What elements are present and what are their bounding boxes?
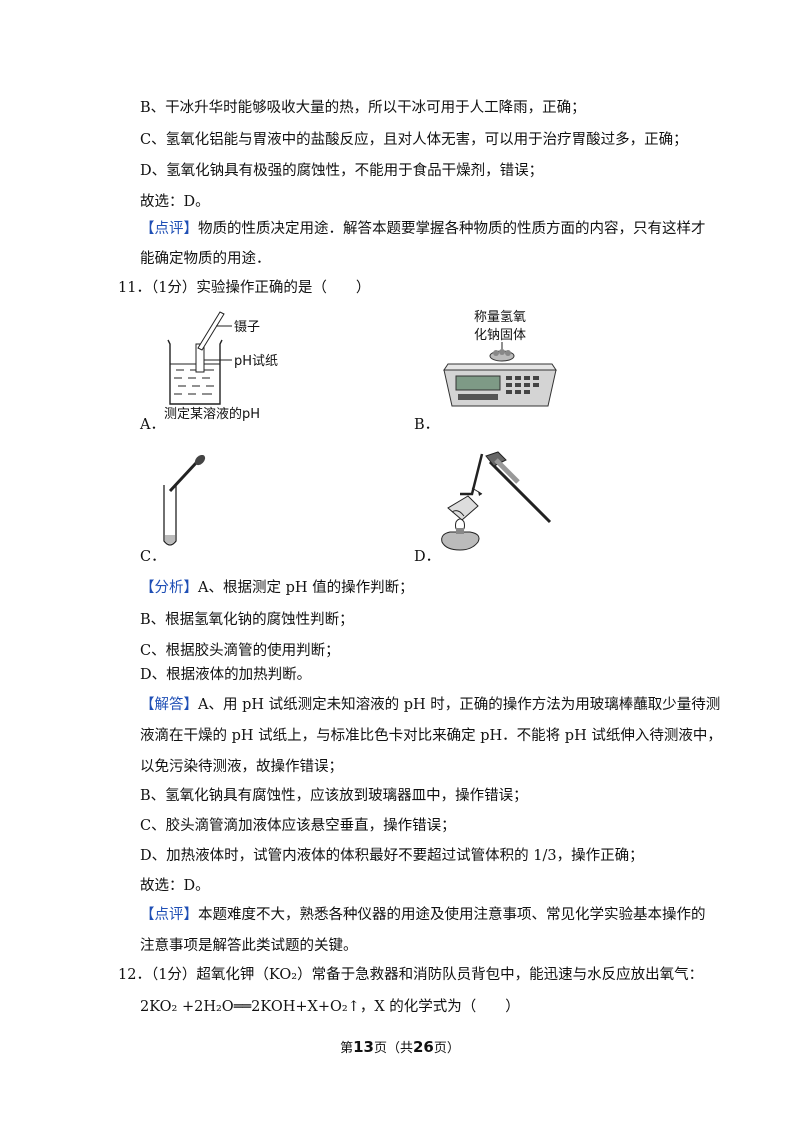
review-tag: 【点评】 [140, 221, 198, 237]
figure-weighing-naoh: 称量氢氧 化钠固体 [440, 306, 560, 412]
option-a-label: A． [140, 417, 165, 433]
review-line: 【点评】物质的性质决定用途．解答本题要掌握各种物质的性质方面的内容，只有这样才 [140, 221, 706, 237]
text-line: C、氢氧化铝能与胃液中的盐酸反应，且对人体无害，可以用于治疗胃酸过多，正确； [140, 132, 688, 148]
page-footer: 第13页（共26页） [340, 1038, 460, 1056]
equation-line: 2KO₂ +2H₂O══2KOH+X+O₂↑，X 的化学式为（ ） [140, 999, 520, 1015]
text-line: D、氢氧化钠具有极强的腐蚀性，不能用于食品干燥剂，错误； [140, 163, 544, 179]
text-line: D、根据液体的加热判断。 [140, 667, 312, 683]
figure-dropper [160, 454, 220, 555]
text-line: 以免污染待测液，故操作错误； [140, 759, 343, 775]
solution-tag: 【解答】 [140, 697, 198, 713]
text-line: B、干冰升华时能够吸收大量的热，所以干冰可用于人工降雨，正确； [140, 100, 586, 116]
figure-heating-liquid [438, 450, 558, 558]
page-total: 26 [413, 1038, 434, 1056]
text-line: 能确定物质的用途． [140, 251, 271, 267]
text-line: C、胶头滴管滴加液体应该悬空垂直，操作错误； [140, 818, 456, 834]
label-tweezers: 镊子 [234, 320, 260, 335]
question-11: 11．（1分）实验操作正确的是（ ） [118, 280, 371, 296]
option-d-label: D． [414, 549, 441, 565]
analysis-line: 【分析】A、根据测定 pH 值的操作判断； [140, 580, 414, 596]
label-ph-paper: pH试纸 [234, 354, 278, 369]
solution-line: 【解答】A、用 pH 试纸测定未知溶液的 pH 时，正确的操作方法为用玻璃棒蘸取… [140, 697, 721, 713]
text-line: 注意事项是解答此类试题的关键。 [140, 938, 358, 954]
review-line: 【点评】本题难度不大，熟悉各种仪器的用途及使用注意事项、常见化学实验基本操作的 [140, 907, 706, 923]
question-12: 12．（1分）超氧化钾（KO₂）常备于急救器和消防队员背包中，能迅速与水反应放出… [118, 967, 704, 983]
text-line: 故选：D。 [140, 194, 210, 210]
caption-b-1: 称量氢氧 [474, 310, 526, 325]
text-line: C、根据胶头滴管的使用判断； [140, 643, 340, 659]
text-line: D、加热液体时，试管内液体的体积最好不要超过试管体积的 1/3，操作正确； [140, 848, 644, 864]
review-tag: 【点评】 [140, 907, 198, 923]
text-line: 液滴在干燥的 pH 试纸上，与标准比色卡对比来确定 pH．不能将 pH 试纸伸入… [140, 728, 722, 744]
analysis-tag: 【分析】 [140, 580, 198, 596]
text-line: B、根据氢氧化钠的腐蚀性判断； [140, 612, 354, 628]
caption-a: 测定某溶液的pH [164, 406, 260, 422]
caption-b-2: 化钠固体 [474, 328, 526, 343]
option-b-label: B． [414, 417, 440, 433]
option-c-label: C． [140, 549, 166, 565]
page-number: 13 [353, 1038, 374, 1056]
text-line: B、氢氧化钠具有腐蚀性，应该放到玻璃器皿中，操作错误； [140, 788, 528, 804]
figure-ph-test: 镊子 pH试纸 测定某溶液的pH [160, 308, 300, 423]
text-line: 故选：D。 [140, 878, 210, 894]
